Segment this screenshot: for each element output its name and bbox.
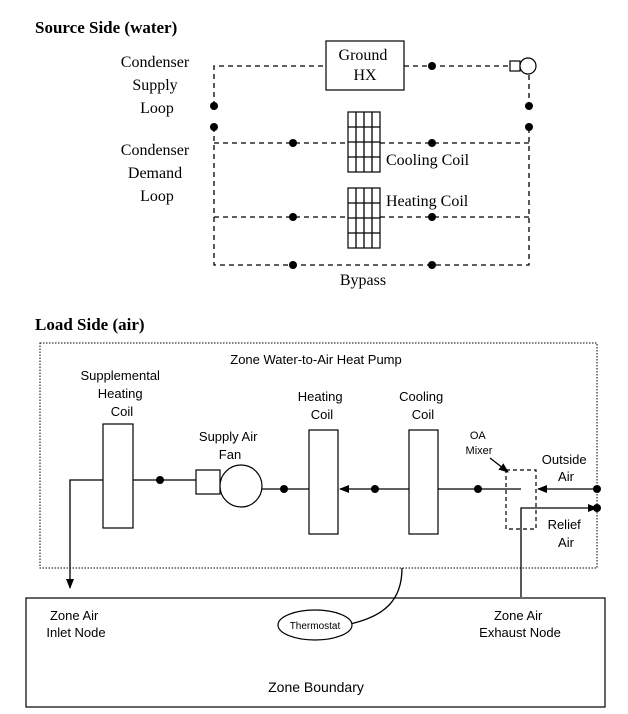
heat-pump-title: Zone Water-to-Air Heat Pump — [230, 352, 401, 367]
fan-outlet-node — [156, 476, 164, 484]
supply-air-fan-icon — [195, 464, 263, 508]
relief-air-label: Relief Air — [548, 517, 585, 550]
heat-pump-boundary — [39, 342, 598, 569]
zone-air-exhaust-node-label: Zone Air Exhaust Node — [479, 608, 561, 640]
pump-icon — [509, 57, 537, 75]
supplemental-heating-coil-box — [102, 423, 134, 529]
supply-air-fan-label: Supply Air Fan — [199, 429, 261, 462]
ground-hx-box — [325, 40, 405, 91]
zone-boundary-label: Zone Boundary — [268, 679, 364, 695]
demand-loop-node-left — [210, 123, 218, 131]
heating-coil-inlet-node — [289, 213, 297, 221]
air-cooling-coil-label: Cooling Coil — [399, 389, 447, 422]
air-cooling-coil-box — [408, 429, 439, 535]
oa-mixer-box — [505, 469, 537, 530]
ground-hx-outlet-node — [428, 62, 436, 70]
supply-loop-node-right — [525, 102, 533, 110]
water-heating-coil-icon — [347, 187, 381, 249]
condenser-demand-loop-label: Condenser Demand Loop — [121, 142, 193, 205]
relief-air-node — [593, 504, 601, 512]
zone-boundary-box — [25, 597, 606, 708]
air-heating-coil-label: Heating Coil — [298, 389, 346, 422]
supply-loop-node-left — [210, 102, 218, 110]
air-heating-coil-box — [308, 429, 339, 535]
water-cooling-coil-icon — [347, 111, 381, 173]
condenser-supply-loop-label: Condenser Supply Loop — [121, 54, 193, 117]
mixer-outlet-node — [474, 485, 482, 493]
oa-mixer-pointer — [489, 457, 509, 473]
cooling-coil-inlet-node — [289, 139, 297, 147]
outside-air-node — [593, 485, 601, 493]
source-heating-coil-label: Heating Coil — [386, 193, 469, 210]
bypass-inlet-node — [289, 261, 297, 269]
ground-hx-label: Ground HX — [339, 47, 392, 84]
demand-loop-node-right — [525, 123, 533, 131]
heating-coil-air-outlet-node — [280, 485, 288, 493]
supplemental-heating-coil-label: Supplemental Heating Coil — [80, 368, 163, 419]
bypass-label: Bypass — [340, 272, 386, 289]
source-cooling-coil-label: Cooling Coil — [386, 152, 470, 169]
cooling-coil-outlet-node — [428, 139, 436, 147]
oa-mixer-label: OA Mixer — [466, 430, 493, 457]
outside-air-label: Outside Air — [542, 452, 590, 484]
load-side-heading: Load Side (air) — [35, 315, 145, 334]
source-side-heading: Source Side (water) — [35, 18, 177, 37]
cooling-coil-air-outlet-node — [371, 485, 379, 493]
heating-coil-outlet-node — [428, 213, 436, 221]
condenser-demand-loop — [213, 127, 530, 266]
condenser-supply-loop — [213, 65, 530, 106]
thermostat-ellipse — [277, 609, 353, 641]
bypass-outlet-node — [428, 261, 436, 269]
zone-air-inlet-node-label: Zone Air Inlet Node — [46, 608, 105, 640]
thermostat-label: Thermostat — [290, 621, 341, 632]
